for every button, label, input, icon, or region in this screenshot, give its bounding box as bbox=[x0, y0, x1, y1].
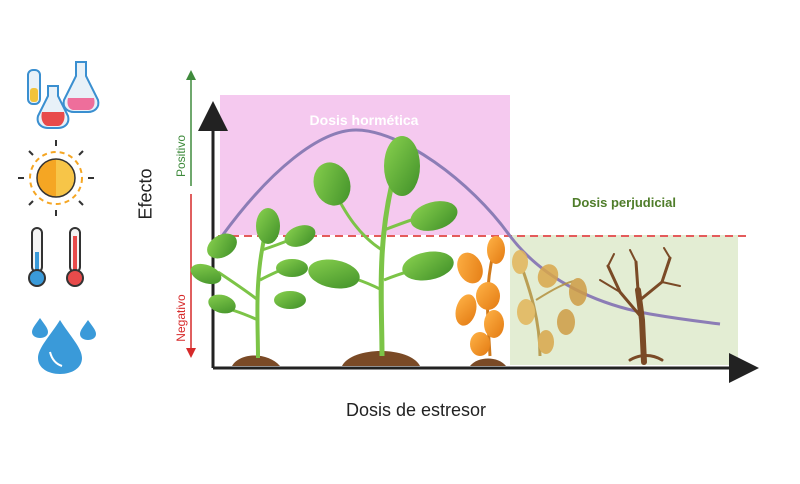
flask-chemicals-icon bbox=[27, 61, 100, 129]
wilting-orange-plant bbox=[455, 236, 505, 357]
thermometer-icon bbox=[28, 227, 84, 287]
positive-label: Positivo bbox=[174, 134, 188, 178]
dead-tree bbox=[599, 247, 681, 365]
negative-label: Negativo bbox=[174, 294, 188, 342]
dose-response-curve bbox=[220, 128, 721, 326]
hormetic-zone-label: Dosis hormética bbox=[309, 112, 419, 128]
water-drops-icon bbox=[32, 318, 96, 374]
healthy-small-plant bbox=[190, 208, 316, 359]
soil-mounds bbox=[232, 351, 506, 366]
dying-plant bbox=[512, 250, 587, 357]
x-axis-label: Dosis de estresor bbox=[345, 400, 487, 420]
sun-icon bbox=[18, 140, 94, 216]
y-axis-label: Efecto bbox=[135, 168, 156, 220]
healthy-large-plant bbox=[308, 136, 458, 357]
harmful-zone-label: Dosis perjudicial bbox=[571, 195, 677, 210]
